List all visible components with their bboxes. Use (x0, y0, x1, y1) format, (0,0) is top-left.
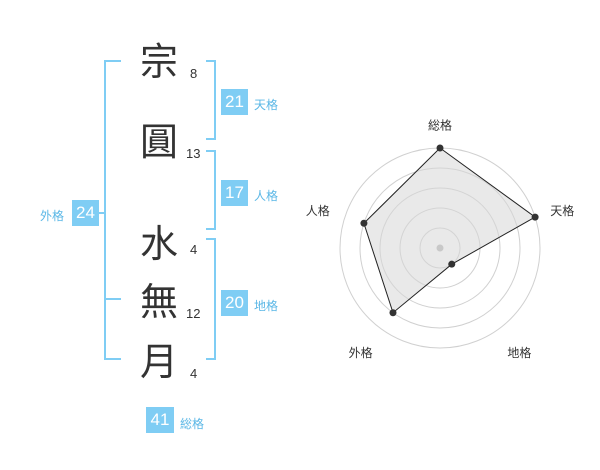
radar-axis-label-4: 外格 (349, 345, 373, 360)
radar-axis-label-1: 総格 (428, 118, 452, 133)
radar-grid-ring (379, 187, 501, 309)
radar-data-area (363, 147, 537, 314)
stroke-count-3: 4 (190, 242, 198, 257)
jin-label: 人格 (254, 189, 279, 203)
name-char-5: 月 (140, 340, 179, 384)
radar-grid-ring (339, 147, 541, 349)
chi-label: 地格 (254, 299, 279, 313)
name-char-1: 宗 (140, 40, 179, 84)
stroke-count-1: 8 (190, 66, 198, 81)
jin-value-badge: 17 (221, 180, 248, 206)
radar-point-4 (389, 309, 397, 317)
ten-value-badge: 21 (221, 89, 248, 115)
gai-value-badge: 24 (72, 200, 99, 226)
radar-grid-ring (399, 207, 481, 289)
sou-value-badge: 41 (146, 407, 174, 433)
radar-center-dot (436, 244, 444, 252)
gai-label: 外格 (40, 209, 65, 223)
stroke-count-5: 4 (190, 366, 198, 381)
radar-point-1 (436, 144, 444, 152)
ten-label: 天格 (254, 98, 279, 112)
radar-axis-label-2: 天格 (550, 203, 574, 218)
sou-label: 総格 (180, 417, 205, 431)
chi-value-badge: 20 (221, 290, 248, 316)
radar-grid-ring (419, 227, 461, 269)
name-char-4: 無 (140, 280, 179, 324)
radar-point-2 (531, 213, 539, 221)
radar-point-5 (360, 219, 368, 227)
name-char-3: 水 (140, 222, 179, 266)
name-char-2: 圓 (140, 120, 179, 164)
radar-point-3 (448, 260, 456, 268)
radar-axis-label-3: 地格 (507, 345, 531, 360)
radar-grid-ring (359, 167, 521, 329)
radar-axis-label-5: 人格 (306, 203, 330, 218)
stroke-count-2: 13 (186, 146, 201, 161)
stroke-count-4: 12 (186, 306, 201, 321)
